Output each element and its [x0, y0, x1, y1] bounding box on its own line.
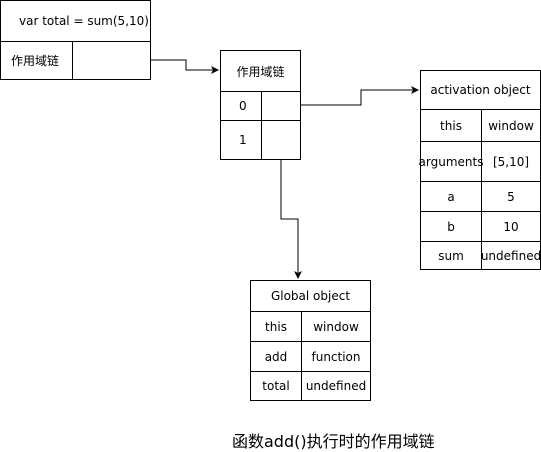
- activation-key-b: b: [421, 211, 481, 241]
- call-scope-chain-label: 作用域链: [1, 41, 72, 79]
- global-value-total: undefined: [301, 371, 370, 400]
- global-key-total: total: [251, 371, 301, 400]
- scope-chain-title: 作用域链: [236, 64, 285, 79]
- arrow-call-to-scope-chain: [151, 59, 219, 74]
- arrow-scope1-to-global: [280, 160, 302, 279]
- global-value-this: window: [301, 311, 370, 341]
- activation-key-arguments: arguments: [419, 141, 483, 181]
- activation-value-a: 5: [481, 181, 540, 211]
- arrow-scope0-to-activation: [301, 86, 419, 106]
- activation-object-title: activation object: [430, 83, 531, 97]
- activation-key-this: this: [421, 109, 481, 141]
- diagram-caption: 函数add()执行时的作用域链: [232, 432, 435, 451]
- activation-value-arguments: [5,10]: [481, 141, 540, 181]
- call-scope-chain-pointer: [72, 41, 150, 79]
- activation-value-this: window: [481, 109, 540, 141]
- call-box: var total = sum(5,10) 作用域链: [0, 0, 151, 80]
- global-object-title: Global object: [270, 289, 351, 303]
- activation-key-sum: sum: [421, 241, 481, 269]
- call-expression: var total = sum(5,10): [19, 14, 149, 28]
- activation-key-a: a: [421, 181, 481, 211]
- global-value-add: function: [301, 341, 370, 371]
- activation-object-table: activation object this window arguments …: [419, 70, 541, 270]
- scope-chain-slot-0: [261, 91, 300, 120]
- scope-chain-index-1: 1: [221, 120, 261, 159]
- global-key-add: add: [251, 341, 301, 371]
- scope-chain-slot-1: [261, 120, 300, 159]
- activation-value-sum: undefined: [481, 241, 541, 269]
- global-object-table: Global object this window add function t…: [250, 280, 371, 401]
- global-key-this: this: [251, 311, 301, 341]
- scope-chain-index-0: 0: [221, 91, 261, 120]
- activation-value-b: 10: [481, 211, 540, 241]
- scope-chain-box: 作用域链 0 1: [220, 50, 301, 160]
